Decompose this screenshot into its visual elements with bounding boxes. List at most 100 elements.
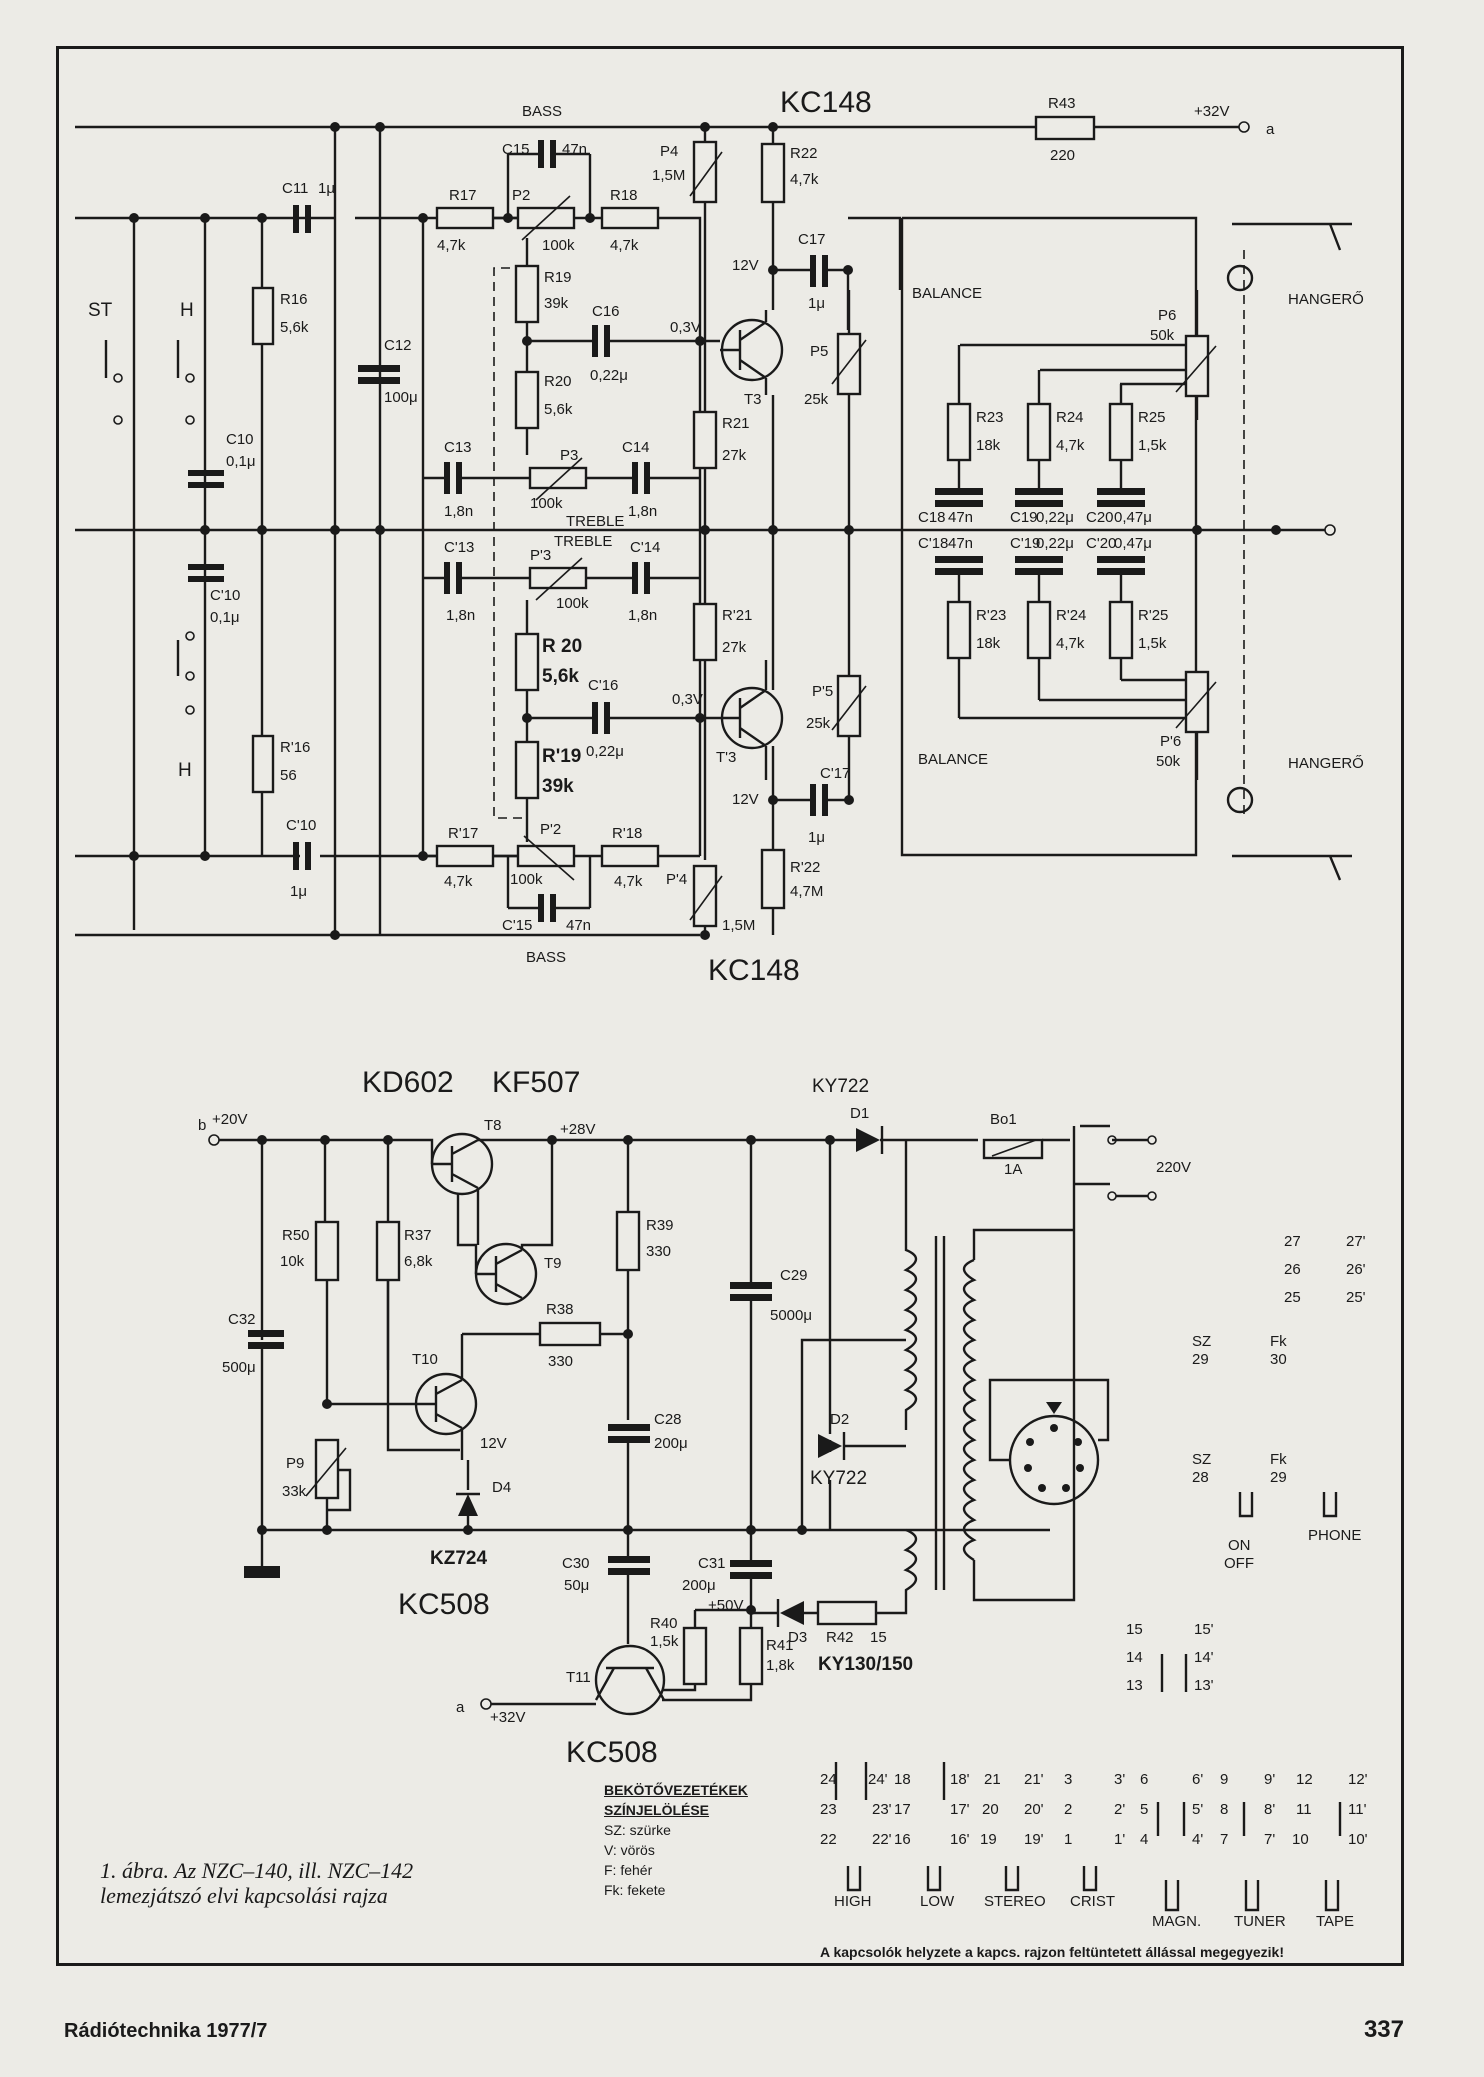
svg-text:2': 2' <box>1114 1801 1125 1818</box>
svg-text:1μ: 1μ <box>290 883 307 900</box>
transistor-t3: T3 <box>720 310 784 408</box>
diode-d3: D3 <box>751 1599 818 1646</box>
svg-text:6,8k: 6,8k <box>404 1253 433 1270</box>
svg-text:R41: R41 <box>766 1637 794 1654</box>
svg-text:23': 23' <box>872 1801 892 1818</box>
svg-text:100k: 100k <box>542 237 575 254</box>
svg-text:OFF: OFF <box>1224 1555 1254 1572</box>
svg-text:R22: R22 <box>790 145 818 162</box>
resistor-r17 <box>435 206 495 230</box>
capacitor-c11: C11 1μ <box>282 180 335 233</box>
svg-text:2: 2 <box>1064 1801 1072 1818</box>
svg-text:26': 26' <box>1346 1261 1366 1278</box>
svg-text:R23: R23 <box>976 409 1004 426</box>
svg-text:MAGN.: MAGN. <box>1152 1913 1201 1930</box>
svg-text:13: 13 <box>1126 1677 1143 1694</box>
svg-text:LOW: LOW <box>920 1893 955 1910</box>
svg-text:9: 9 <box>1220 1771 1228 1788</box>
resistor-r19 <box>514 264 540 324</box>
svg-text:C19: C19 <box>1010 509 1038 526</box>
legend-row: SZ: szürke <box>604 1822 671 1838</box>
svg-text:C18: C18 <box>918 509 946 526</box>
svg-text:P'5: P'5 <box>812 683 833 700</box>
svg-text:BALANCE: BALANCE <box>912 285 982 302</box>
legend-title-2: SZÍNJELÖLÉSE <box>604 1802 710 1818</box>
svg-text:P'6: P'6 <box>1160 733 1181 750</box>
svg-text:P5: P5 <box>810 343 828 360</box>
svg-text:9': 9' <box>1264 1771 1275 1788</box>
svg-text:HIGH: HIGH <box>834 1893 872 1910</box>
resistor-r17-prime <box>435 844 495 868</box>
switch-grid: 27 27' 26 26' 25 25' SZ 29 Fk 30 SZ 28 F… <box>820 1233 1368 1930</box>
svg-text:4,7k: 4,7k <box>790 171 819 188</box>
svg-text:1,5k: 1,5k <box>650 1633 679 1650</box>
transformer <box>903 1126 1076 1604</box>
svg-text:R43: R43 <box>1048 95 1076 112</box>
svg-text:C28: C28 <box>654 1411 682 1428</box>
svg-text:0,47μ: 0,47μ <box>1114 535 1152 552</box>
svg-text:27: 27 <box>1284 1233 1301 1250</box>
svg-text:0,22μ: 0,22μ <box>590 367 628 384</box>
svg-text:P'3: P'3 <box>530 547 551 564</box>
label-kd602: KD602 <box>362 1066 454 1099</box>
svg-text:TAPE: TAPE <box>1316 1913 1354 1930</box>
svg-text:5': 5' <box>1192 1801 1203 1818</box>
svg-text:T'3: T'3 <box>716 749 736 766</box>
svg-text:a: a <box>1266 121 1275 138</box>
svg-text:C17: C17 <box>798 231 826 248</box>
svg-text:4,7k: 4,7k <box>1056 437 1085 454</box>
svg-text:56: 56 <box>280 767 297 784</box>
svg-text:3: 3 <box>1064 1771 1072 1788</box>
svg-text:HANGERŐ: HANGERŐ <box>1288 755 1364 772</box>
svg-text:R 20: R 20 <box>542 636 582 657</box>
svg-text:5000μ: 5000μ <box>770 1307 812 1324</box>
svg-text:27k: 27k <box>722 639 747 656</box>
svg-text:P'4: P'4 <box>666 871 687 888</box>
svg-text:19: 19 <box>980 1831 997 1848</box>
svg-text:1,5k: 1,5k <box>1138 437 1167 454</box>
svg-text:18k: 18k <box>976 437 1001 454</box>
svg-text:0,47μ: 0,47μ <box>1114 509 1152 526</box>
svg-text:KY722: KY722 <box>810 1468 867 1489</box>
svg-text:0,22μ: 0,22μ <box>1036 535 1074 552</box>
svg-text:R16: R16 <box>280 291 308 308</box>
svg-text:C'20: C'20 <box>1086 535 1116 552</box>
svg-text:Bo1: Bo1 <box>990 1111 1017 1128</box>
svg-text:7': 7' <box>1264 1831 1275 1848</box>
svg-text:SZ: SZ <box>1192 1451 1211 1468</box>
svg-text:25: 25 <box>1284 1289 1301 1306</box>
svg-text:1μ: 1μ <box>808 829 825 846</box>
svg-text:16: 16 <box>894 1831 911 1848</box>
svg-text:47n: 47n <box>562 141 587 158</box>
svg-text:6: 6 <box>1140 1771 1148 1788</box>
resistor-r38 <box>538 1321 602 1347</box>
svg-text:1': 1' <box>1114 1831 1125 1848</box>
potentiometer-p5-prime <box>836 674 862 738</box>
svg-text:330: 330 <box>646 1243 671 1260</box>
svg-text:15: 15 <box>1126 1621 1143 1638</box>
svg-text:26: 26 <box>1284 1261 1301 1278</box>
junction-dots-psu <box>257 1135 835 1615</box>
junction-dots <box>129 122 1281 940</box>
switch-st-h: ST H H <box>88 300 195 781</box>
svg-text:39k: 39k <box>542 776 574 797</box>
svg-text:1: 1 <box>1064 1831 1072 1848</box>
svg-text:T11: T11 <box>566 1669 591 1686</box>
svg-text:C20: C20 <box>1086 509 1114 526</box>
svg-text:C32: C32 <box>228 1311 256 1328</box>
svg-text:0,3V: 0,3V <box>672 691 703 708</box>
svg-text:1,5M: 1,5M <box>652 167 685 184</box>
svg-text:8': 8' <box>1264 1801 1275 1818</box>
resistor-r50 <box>314 1220 340 1282</box>
svg-text:330: 330 <box>548 1353 573 1370</box>
svg-text:11': 11' <box>1348 1801 1367 1818</box>
svg-text:C31: C31 <box>698 1555 726 1572</box>
svg-text:TREBLE: TREBLE <box>554 533 612 550</box>
svg-text:1μ: 1μ <box>318 180 335 197</box>
svg-text:C14: C14 <box>622 439 650 456</box>
svg-text:R50: R50 <box>282 1227 310 1244</box>
svg-text:C15: C15 <box>502 141 530 158</box>
diode-d2: D2 <box>818 1140 906 1460</box>
